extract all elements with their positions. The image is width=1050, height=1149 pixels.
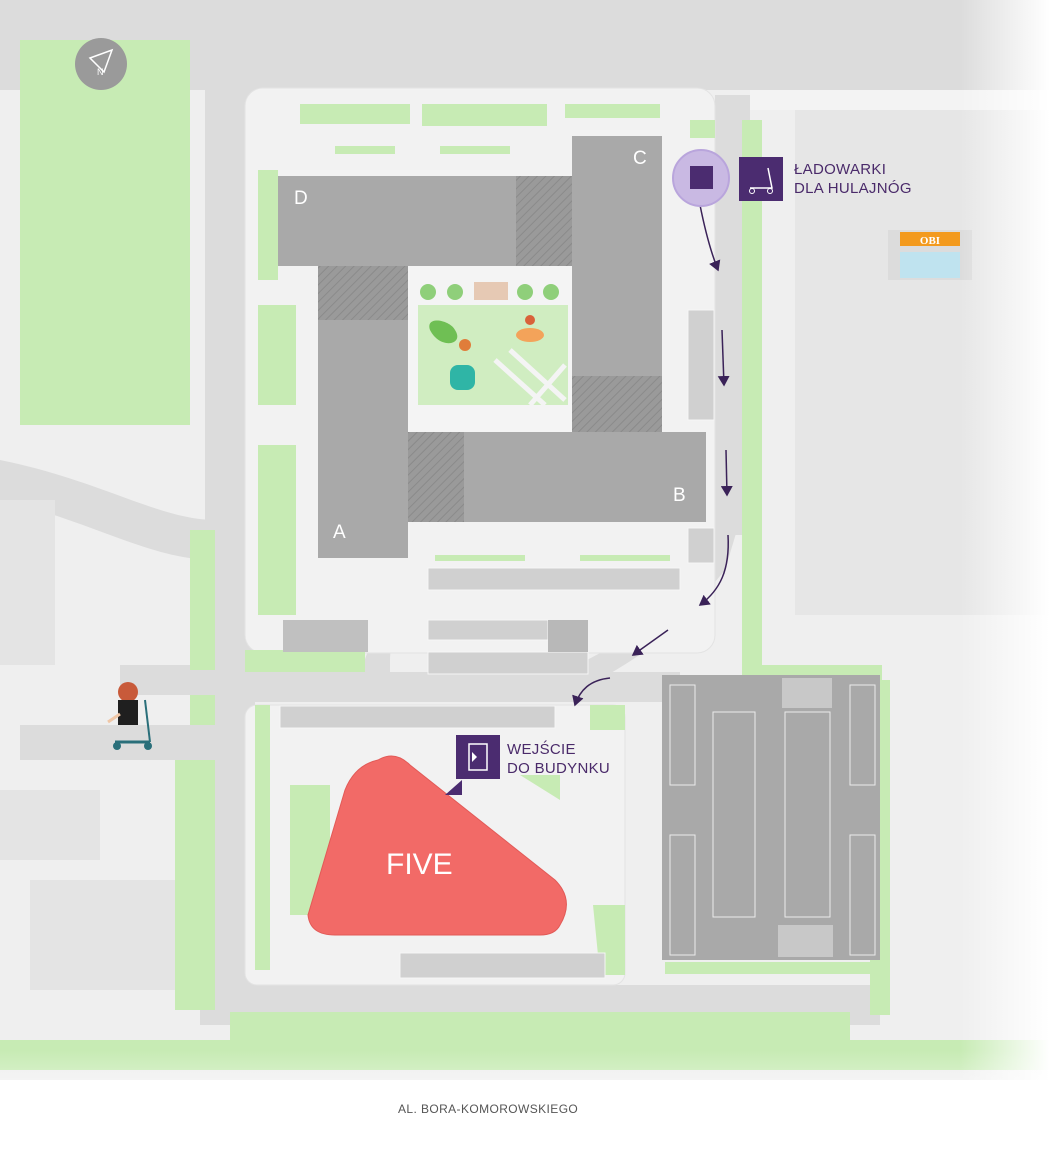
entrance-line1: WEJŚCIE	[507, 741, 576, 758]
street-name: AL. BORA-KOMOROWSKIEGO	[398, 1102, 579, 1116]
building-label-a: A	[333, 522, 346, 543]
scooter-rider-illustration	[107, 682, 152, 750]
route-arrows	[572, 204, 733, 707]
obi-store-logo: OBI	[888, 230, 972, 280]
door-icon	[456, 735, 500, 779]
building-label-five: FIVE	[386, 848, 453, 881]
svg-text:N: N	[97, 67, 104, 77]
building-label-c: C	[633, 148, 647, 169]
svg-text:OBI: OBI	[920, 235, 940, 247]
compass-north-icon[interactable]: N	[75, 38, 127, 90]
scooter-chargers-line1: ŁADOWARKI	[794, 161, 887, 178]
scooter-chargers-label: ŁADOWARKI DLA HULAJNÓG	[794, 160, 912, 198]
building-five[interactable]	[307, 755, 567, 936]
building-label-d: D	[294, 188, 308, 209]
scooter-icon	[739, 157, 783, 201]
entrance-label: WEJŚCIE DO BUDYNKU	[507, 740, 610, 778]
lawns	[0, 40, 1050, 1070]
building-b[interactable]	[464, 432, 706, 522]
entrance-marker[interactable]	[445, 780, 462, 795]
building-label-b: B	[673, 485, 686, 506]
building-c[interactable]	[572, 136, 662, 376]
building-a[interactable]	[318, 320, 408, 558]
scooter-chargers-line2: DLA HULAJNÓG	[794, 180, 912, 197]
parking-lot	[662, 675, 880, 960]
entrance-line2: DO BUDYNKU	[507, 760, 611, 777]
courtyard-garden	[418, 282, 568, 407]
